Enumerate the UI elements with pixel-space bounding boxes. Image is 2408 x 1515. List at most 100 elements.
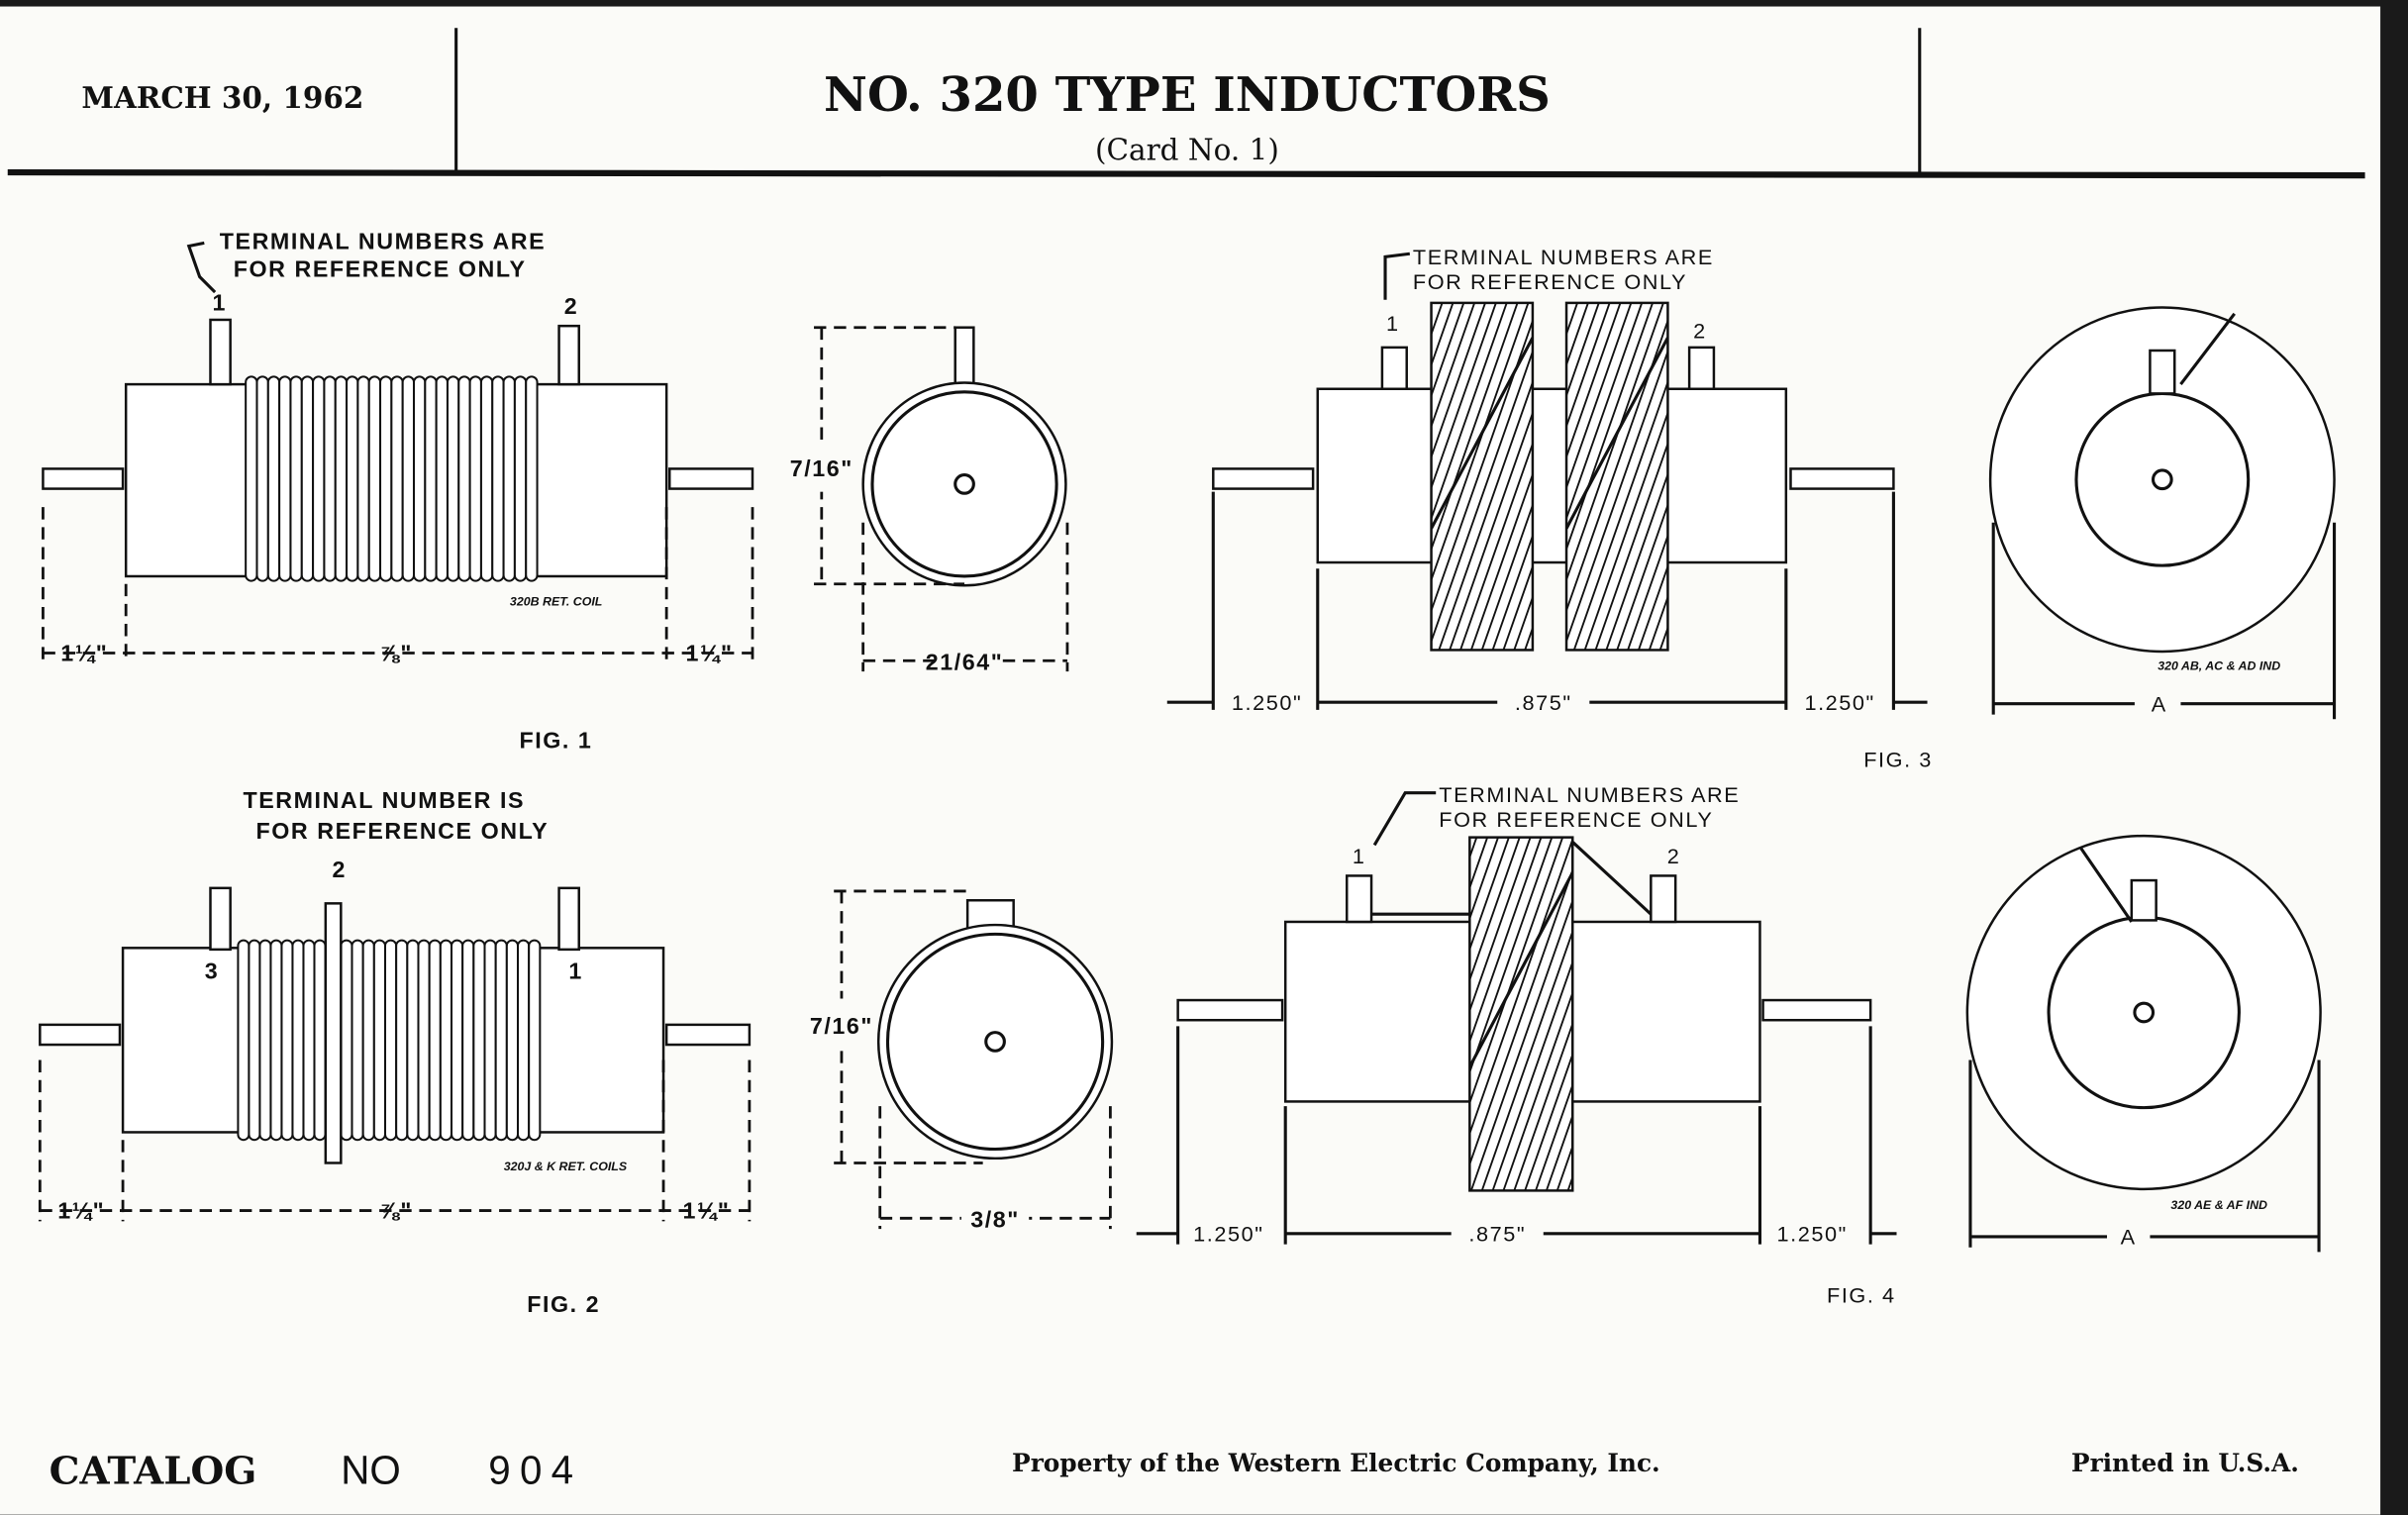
coil-turn bbox=[372, 939, 387, 1142]
winding-hatch-line bbox=[1583, 410, 1668, 651]
winding-hatch-line bbox=[1502, 563, 1533, 651]
fig2-end-view: 7/16" 3/8" bbox=[810, 889, 1114, 1242]
fig4-note-line2: FOR REFERENCE ONLY bbox=[1439, 807, 1713, 832]
fig1-part-label: 320B RET. COIL bbox=[510, 594, 602, 608]
fig1-terminal-post bbox=[557, 324, 580, 386]
fig3-dim-right: 1.250" bbox=[1804, 690, 1874, 715]
fig1-terminal-left: 1 bbox=[213, 290, 227, 316]
coil-turn bbox=[367, 375, 382, 582]
coil-turn bbox=[245, 375, 258, 582]
fig4-end-view: 320 AE & AF IND A bbox=[1965, 834, 2322, 1253]
coil-turn bbox=[439, 939, 453, 1142]
winding-hatch-line bbox=[1491, 960, 1573, 1191]
winding-crossover-line bbox=[1566, 337, 1668, 530]
fig2-center-tap-plate bbox=[324, 902, 343, 1164]
fig1-lead-left bbox=[42, 467, 125, 490]
coil-turn bbox=[513, 375, 528, 582]
fig4-dim-left: 1.250" bbox=[1193, 1222, 1263, 1247]
coil-turn bbox=[406, 939, 420, 1142]
fig1-terminal-post bbox=[209, 318, 232, 386]
winding-hatch-line bbox=[1480, 929, 1573, 1191]
fig3-note-line2: FOR REFERENCE ONLY bbox=[1413, 269, 1687, 294]
winding-hatch-line bbox=[1431, 302, 1508, 522]
fig1-side-view: TERMINAL NUMBERS ARE FOR REFERENCE ONLY … bbox=[42, 229, 754, 754]
coil-turn bbox=[457, 375, 471, 582]
winding-hatch-line bbox=[1469, 471, 1533, 651]
winding-hatch-line bbox=[1459, 441, 1533, 651]
coil-turn bbox=[483, 939, 497, 1142]
winding-hatch-line bbox=[1605, 471, 1668, 651]
fig1-dim-center: ⅞" bbox=[379, 640, 413, 665]
coil-turn bbox=[461, 939, 475, 1142]
coil-turn bbox=[340, 939, 353, 1142]
fig3-dim-center: .875" bbox=[1515, 690, 1572, 715]
fig3-terminal-left: 1 bbox=[1386, 311, 1400, 336]
fig2-note-line1: TERMINAL NUMBER IS bbox=[243, 787, 525, 813]
winding-hatch-line bbox=[1502, 990, 1573, 1191]
printed-notice: Printed in U.S.A. bbox=[2071, 1449, 2299, 1477]
fig3-dim-left: 1.250" bbox=[1232, 690, 1302, 715]
coil-turn bbox=[266, 375, 281, 582]
coil-turn bbox=[237, 939, 251, 1142]
fig1-caption: FIG. 1 bbox=[520, 728, 593, 754]
fig1-end-height: 7/16" bbox=[790, 455, 853, 481]
coil-turn bbox=[491, 375, 505, 582]
fig1-end-center-hole bbox=[953, 473, 975, 495]
fig4-terminal-right: 2 bbox=[1667, 844, 1681, 868]
coil-turn bbox=[300, 375, 315, 582]
winding-crossover-line bbox=[1431, 337, 1533, 530]
fig2-winding bbox=[237, 939, 542, 1142]
winding-hatch-line bbox=[1431, 302, 1476, 430]
fig4-end-dim: A bbox=[2121, 1225, 2137, 1250]
coil-turn bbox=[516, 939, 531, 1142]
fig1-winding bbox=[245, 375, 539, 582]
winding-hatch-line bbox=[1616, 502, 1668, 651]
winding-hatch-line bbox=[1627, 533, 1668, 651]
winding-hatch-line bbox=[1566, 302, 1622, 460]
coil-turn bbox=[258, 939, 272, 1142]
coil-turn bbox=[356, 375, 370, 582]
fig3-note-line1: TERMINAL NUMBERS ARE bbox=[1413, 245, 1714, 269]
winding-hatch-line bbox=[1431, 302, 1530, 583]
coil-turn bbox=[435, 375, 449, 582]
winding-hatch-line bbox=[1431, 302, 1455, 368]
fig1-note-line1: TERMINAL NUMBERS ARE bbox=[220, 229, 546, 254]
coil-turn bbox=[528, 939, 542, 1142]
fig2-end-center-hole bbox=[984, 1031, 1006, 1053]
fig2-dim-right: 1¼" bbox=[682, 1197, 730, 1223]
winding-hatch-line bbox=[1469, 837, 1521, 983]
coil-turn bbox=[450, 939, 464, 1142]
coil-turn bbox=[412, 375, 427, 582]
fig4-side-view: TERMINAL NUMBERS ARE FOR REFERENCE ONLY … bbox=[1136, 782, 1897, 1308]
winding-hatch-line bbox=[1524, 1052, 1573, 1191]
winding-hatch-line bbox=[1469, 837, 1554, 1075]
fig2-part-label: 320J & K RET. COILS bbox=[504, 1160, 628, 1173]
coil-turn bbox=[255, 375, 269, 582]
fig2-side-view: TERMINAL NUMBER IS FOR REFERENCE ONLY 2 … bbox=[38, 787, 752, 1317]
property-notice: Property of the Western Electric Company… bbox=[1012, 1449, 1660, 1477]
coil-turn bbox=[468, 375, 482, 582]
fig3-end-dim: A bbox=[2152, 691, 2167, 716]
winding-hatch-line bbox=[1469, 837, 1499, 922]
fig2-dim-center: ⅞" bbox=[379, 1197, 413, 1223]
fig1-end-outer-circle bbox=[861, 381, 1067, 587]
fig4-end-center-hole bbox=[2133, 1001, 2156, 1024]
coil-turn bbox=[502, 375, 516, 582]
fig1-note-line2: FOR REFERENCE ONLY bbox=[234, 256, 527, 282]
fig3-side-view: TERMINAL NUMBERS ARE FOR REFERENCE ONLY … bbox=[1166, 245, 1931, 771]
fig1-lead-right bbox=[668, 467, 754, 490]
winding-hatch-line bbox=[1469, 837, 1564, 1106]
winding-hatch-line bbox=[1469, 837, 1510, 953]
fig1-dim-left: 1¼" bbox=[60, 640, 108, 665]
winding-hatch-line bbox=[1594, 441, 1668, 651]
fig4-dim-right: 1.250" bbox=[1777, 1222, 1848, 1247]
winding-hatch-line bbox=[1513, 1021, 1573, 1191]
fig1-note-arrow bbox=[186, 241, 217, 294]
coil-turn bbox=[351, 939, 364, 1142]
winding-hatch-line bbox=[1566, 302, 1664, 583]
fig4-note-line1: TERMINAL NUMBERS ARE bbox=[1439, 782, 1740, 807]
winding-hatch-line bbox=[1431, 302, 1519, 553]
footer: CATALOG NO 904 Property of the Western E… bbox=[50, 1448, 2299, 1494]
